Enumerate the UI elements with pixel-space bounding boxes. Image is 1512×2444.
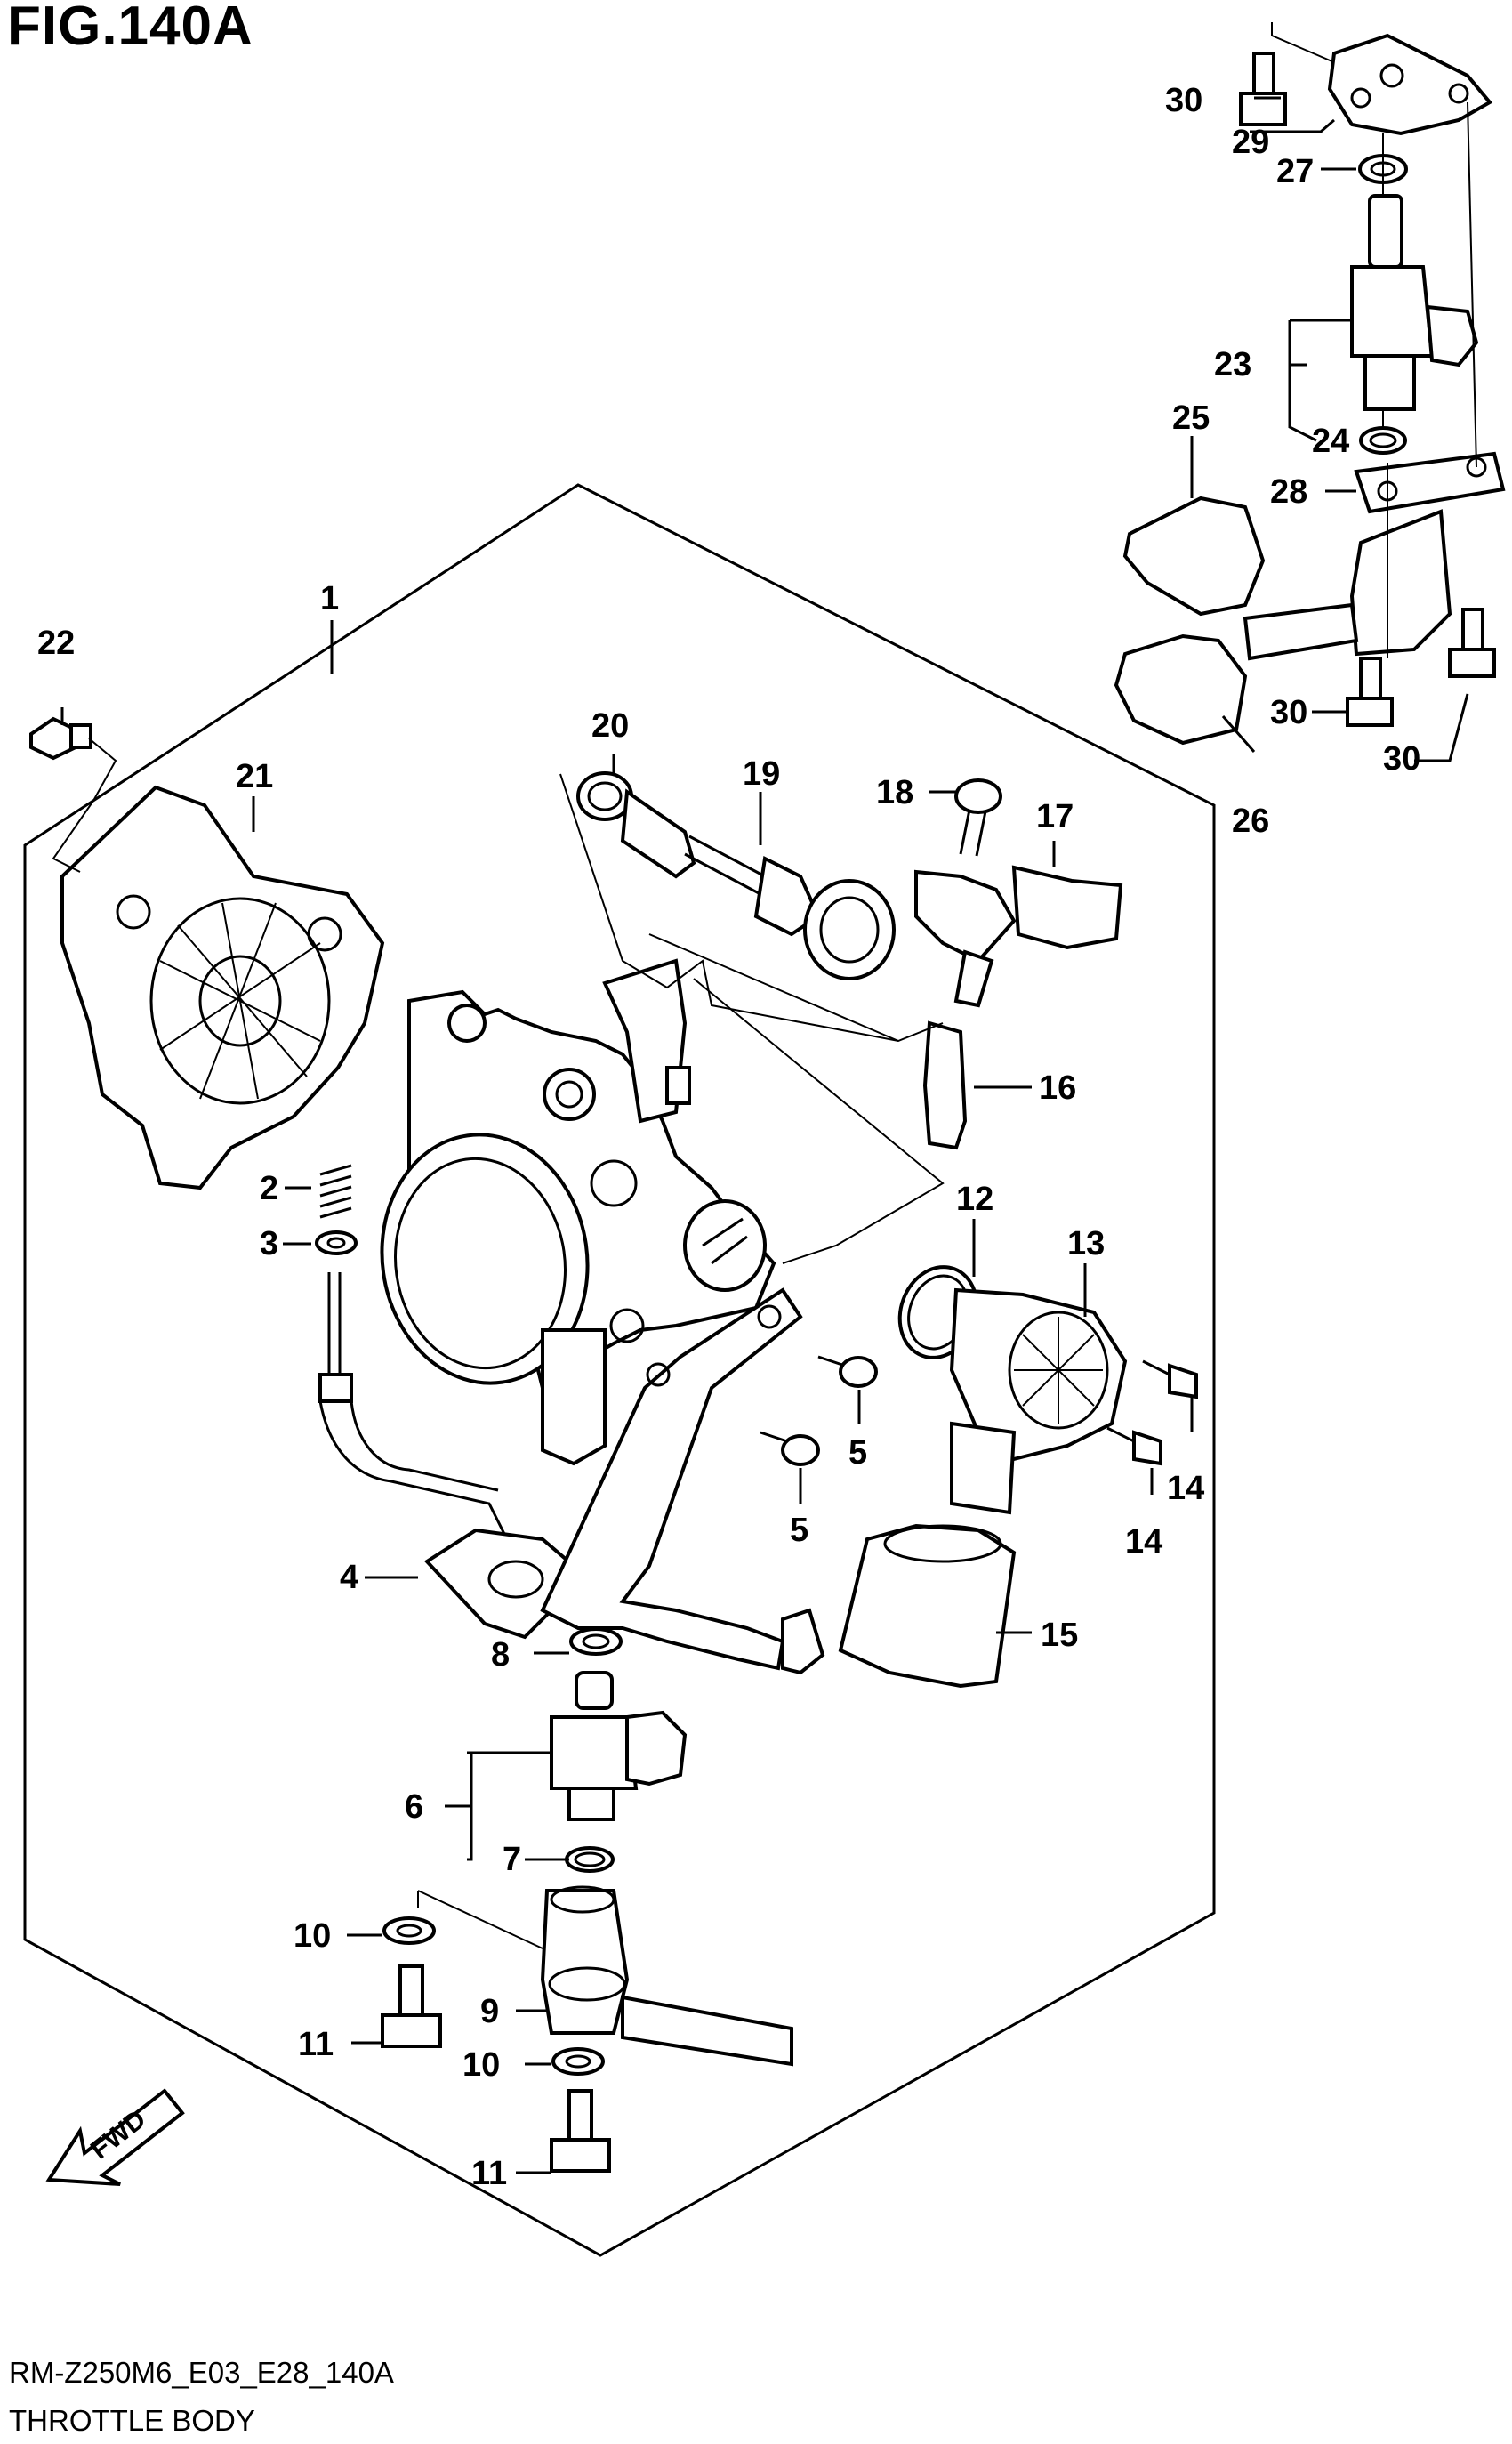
callout-10b: 10 [462, 2046, 500, 2084]
callout-11b: 11 [471, 2155, 507, 2192]
part-9-holder [540, 1885, 793, 2067]
part-6-injector [550, 1671, 688, 1821]
callout-28: 28 [1270, 473, 1307, 511]
part-18-screw [954, 778, 1002, 857]
part-10-washers [382, 1916, 605, 2076]
fwd-arrow: FWD [45, 2088, 185, 2186]
part-8-seal [569, 1627, 623, 1656]
callout-4: 4 [340, 1559, 358, 1596]
callout-29: 29 [1232, 124, 1269, 161]
callout-27: 27 [1276, 153, 1314, 190]
throttle-body [380, 958, 776, 1466]
callout-20: 20 [591, 707, 629, 745]
callout-9: 9 [480, 1993, 499, 2030]
assembly-boundary [23, 483, 1216, 2257]
part-4-bracket [318, 1272, 825, 1675]
part-15-cap [838, 1523, 1017, 1689]
callout-7: 7 [503, 1841, 521, 1878]
part-25-clip [1122, 496, 1266, 617]
callout-8: 8 [491, 1636, 510, 1674]
part-17-sensor [914, 865, 1123, 1008]
callout-14b: 14 [1125, 1523, 1162, 1561]
callout-labels: 1 2 3 4 5 5 6 7 8 9 10 10 11 11 12 13 14… [37, 82, 1420, 2192]
callout-24: 24 [1312, 423, 1349, 460]
callout-10a: 10 [294, 1917, 331, 1955]
callout-19: 19 [743, 755, 780, 793]
part-24-oring [1359, 426, 1407, 455]
leader-lines [52, 22, 1477, 2174]
callout-30c: 30 [1383, 740, 1420, 778]
part-7-oring [565, 1846, 615, 1873]
callout-26: 26 [1232, 803, 1269, 840]
callout-18: 18 [876, 774, 913, 811]
callout-15: 15 [1041, 1617, 1078, 1654]
callout-2: 2 [260, 1170, 278, 1207]
part-13-sensor [949, 1287, 1128, 1515]
callout-14a: 14 [1167, 1470, 1204, 1507]
part-5-screws [760, 1355, 878, 1466]
callout-3: 3 [260, 1225, 278, 1262]
part-23-injector [1350, 194, 1479, 411]
part-2-spring [319, 1164, 352, 1219]
callout-12: 12 [956, 1181, 993, 1218]
callout-1: 1 [320, 580, 339, 617]
callout-16: 16 [1039, 1069, 1076, 1107]
figure-code: RM-Z250M6_E03_E28_140A [9, 2356, 394, 2389]
callout-23: 23 [1214, 346, 1251, 383]
part-14-screws [1106, 1359, 1198, 1466]
callout-30a: 30 [1165, 82, 1202, 119]
callout-25: 25 [1172, 399, 1210, 437]
figure-name: THROTTLE BODY [9, 2404, 255, 2437]
figure-title: FIG.140A [7, 0, 253, 57]
part-28-holder [1243, 451, 1506, 661]
part-11-bolts [381, 1964, 611, 2173]
part-21-plate [60, 785, 385, 1190]
callout-5a: 5 [848, 1434, 867, 1472]
callout-11a: 11 [298, 2026, 334, 2063]
part-19-valve [620, 788, 896, 980]
callout-13: 13 [1067, 1225, 1105, 1262]
callout-6: 6 [405, 1788, 423, 1826]
callout-17: 17 [1036, 798, 1074, 835]
part-16-hose [922, 1020, 968, 1150]
part-30-bolts [1239, 52, 1496, 727]
callout-30b: 30 [1270, 694, 1307, 731]
part-22-bolt [29, 716, 92, 761]
part-26-clip [1114, 633, 1248, 746]
callout-5b: 5 [790, 1512, 808, 1549]
callout-21: 21 [236, 758, 273, 795]
part-29-bracket [1327, 33, 1493, 136]
callout-22: 22 [37, 625, 75, 662]
part-3-washer [315, 1230, 358, 1255]
